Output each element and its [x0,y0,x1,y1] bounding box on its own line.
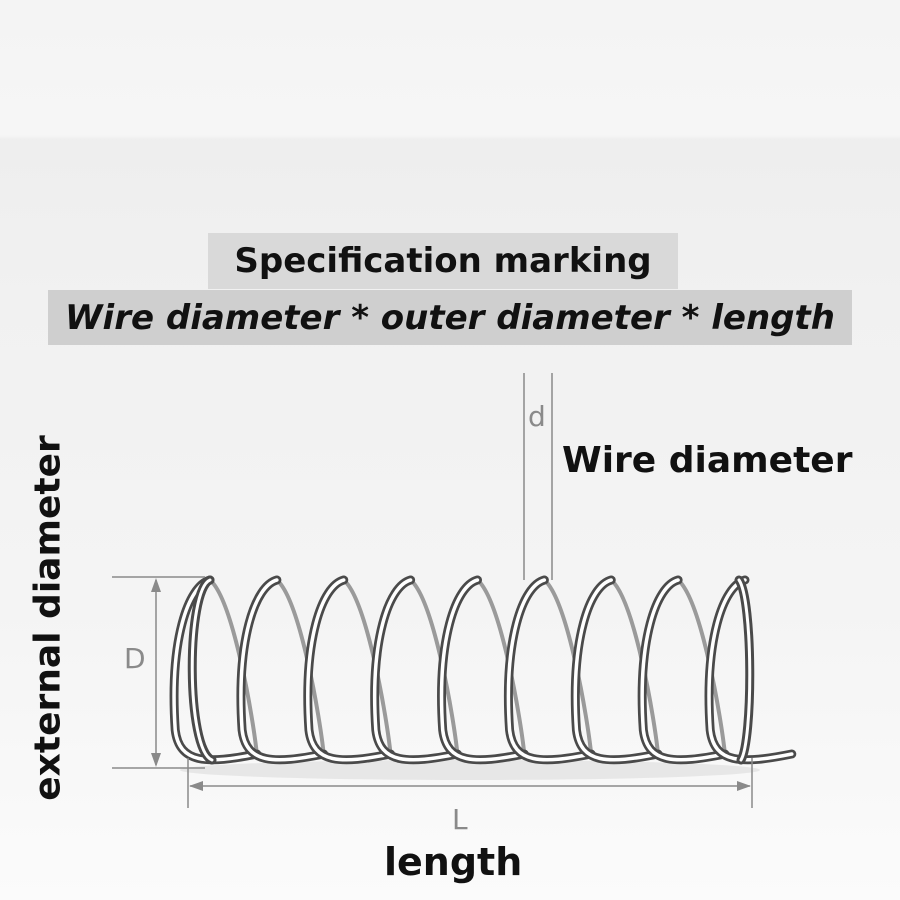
length-arrow-right [737,781,751,791]
spring-coil-highlight [573,578,660,762]
diameter-symbol: D [124,642,146,675]
spring-end-left-highlight [190,578,214,762]
spring-coil-back [341,578,393,756]
spec-title-box: Specification marking [208,233,678,289]
spring-coil-highlight [640,578,727,762]
spring-coil-back [676,578,727,756]
spring-coil-back [475,578,527,756]
diameter-arrow-up [151,578,161,592]
spec-subtitle-box: Wire diameter * outer diameter * length [48,290,852,345]
length-symbol: L [452,803,468,836]
spring-shadow [180,760,760,780]
spring-end-right-highlight [737,578,752,762]
wire-symbol: d [528,400,546,433]
spring-coil-back [208,578,259,756]
spring-coil-back [408,578,460,756]
length-arrow-left [189,781,203,791]
spring-coil-highlight [439,578,527,762]
external-diameter-label: external diameter [27,435,69,801]
diameter-arrow-down [151,753,161,767]
spring-coil-highlight [239,578,326,762]
spring-coil-highlight [506,578,593,762]
spec-title: Specification marking [234,241,652,281]
spec-subtitle: Wire diameter * outer diameter * length [65,297,835,338]
spring [169,575,797,765]
spring-coil-back [274,578,326,756]
spring-coil-highlight [372,578,460,762]
spring-end-left [187,575,217,765]
spring-coil-back [609,578,661,756]
spring-coil-highlight [306,578,393,762]
length-label: length [384,840,523,884]
spring-coil-highlight [707,578,794,762]
wire-diameter-label: Wire diameter [562,440,853,481]
spring-coil-back [542,578,594,756]
